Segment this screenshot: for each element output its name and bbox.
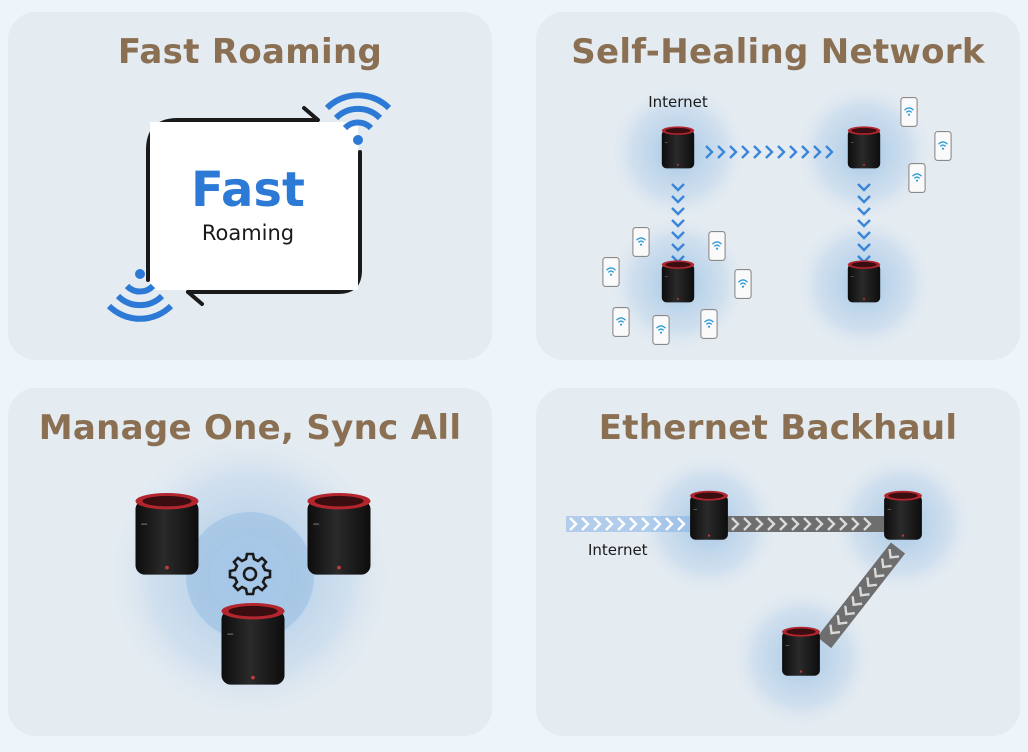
wifi-icon (106, 269, 174, 322)
router-icon (847, 260, 881, 303)
phone-icon (612, 306, 630, 338)
wifi-icon (324, 92, 392, 145)
manage-one-panel: Manage One, Sync All (8, 388, 492, 736)
router-icon (661, 126, 695, 169)
router-icon (307, 493, 371, 575)
self-healing-illustration: Internet (602, 86, 952, 350)
router-icon (690, 490, 728, 540)
chevron-link-icon (671, 145, 871, 264)
chevron-link-icon (566, 516, 696, 532)
self-healing-panel: Self-Healing Network Internet (536, 12, 1020, 360)
panel-title: Self-Healing Network (571, 32, 985, 72)
router-icon (884, 490, 922, 540)
chevron-link-icon (817, 542, 906, 649)
phone-icon (900, 96, 918, 128)
roaming-label: Roaming (202, 221, 294, 245)
phone-icon (934, 130, 952, 162)
panel-title: Fast Roaming (117, 32, 383, 72)
panel-title: Ethernet Backhaul (598, 408, 958, 448)
phone-icon (734, 268, 752, 300)
phone-icon (652, 314, 670, 346)
fast-roaming-panel: Fast Roaming Fast Roaming (8, 12, 492, 360)
router-icon (221, 603, 285, 685)
ethernet-backhaul-panel: Ethernet Backhaul Internet (536, 388, 1020, 736)
fast-label: Fast (191, 162, 305, 218)
phone-icon (700, 308, 718, 340)
router-icon (847, 126, 881, 169)
phone-icon (632, 226, 650, 258)
router-icon (661, 260, 695, 303)
gear-icon (228, 552, 272, 596)
chevron-link-icon (726, 516, 886, 532)
phone-icon (708, 230, 726, 262)
phone-icon (908, 162, 926, 194)
router-icon (782, 626, 820, 676)
router-icon (135, 493, 199, 575)
manage-one-illustration (110, 436, 390, 716)
internet-label: Internet (648, 93, 708, 111)
phone-icon (602, 256, 620, 288)
fast-roaming-illustration: Fast Roaming (106, 92, 392, 322)
ethernet-backhaul-illustration: Internet (566, 456, 970, 726)
internet-label: Internet (588, 541, 648, 559)
